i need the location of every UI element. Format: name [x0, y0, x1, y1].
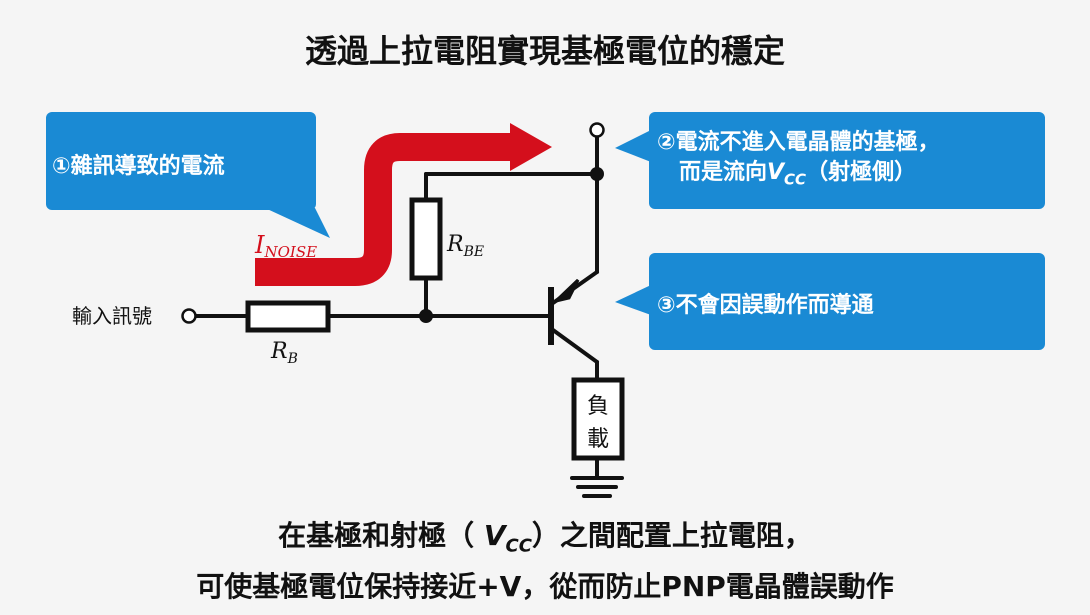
page-title: 透過上拉電阻實現基極電位的穩定: [304, 32, 785, 70]
rb-label: RB: [270, 339, 298, 367]
callout-no-base-line1: ②電流不進入電晶體的基極，: [657, 130, 940, 155]
load-label-1: 負: [587, 394, 609, 419]
callout-noise: ①雜訊導致的電流: [46, 112, 316, 210]
bottom-caption-line2: 可使基極電位保持接近+V，從而防止PNP電晶體誤動作: [196, 569, 894, 603]
bottom-caption: 在基極和射極（ VCC）之間配置上拉電阻， 可使基極電位保持接近+V，從而防止P…: [0, 516, 1090, 607]
input-signal-label: 輸入訊號: [72, 304, 152, 328]
callout-noise-tail: [265, 208, 330, 238]
input-terminal: [181, 308, 197, 324]
callout-no-malfunction: ③不會因誤動作而導通: [649, 253, 1045, 350]
inoise-label: INOISE: [254, 231, 317, 261]
bottom-caption-line1: 在基極和射極（ VCC）之間配置上拉電阻，: [278, 519, 812, 557]
emitter-arrow: [551, 278, 580, 304]
vcc-terminal: [589, 122, 605, 138]
resistor-rbe: [409, 197, 443, 281]
callout-noise-text: ①雜訊導致的電流: [52, 154, 225, 179]
rbe-label: RBE: [446, 232, 484, 260]
callout-no-base-tail: [615, 130, 651, 162]
load-label-2: 載: [587, 427, 609, 452]
noise-arrow-head: [510, 123, 552, 171]
resistor-rb: [245, 300, 331, 333]
callout-no-base: ②電流不進入電晶體的基極， 而是流向VCC（射極側）: [649, 112, 1045, 209]
noise-current-arrow: [255, 133, 512, 286]
junction-collector: [590, 167, 604, 181]
junction-base: [419, 309, 433, 323]
callout-no-malfunction-text: ③不會因誤動作而導通: [657, 293, 874, 318]
callout-no-malfunction-tail: [615, 285, 651, 315]
callout-no-base-line2: 而是流向VCC（射極側）: [679, 160, 917, 189]
load-box: [571, 377, 625, 461]
